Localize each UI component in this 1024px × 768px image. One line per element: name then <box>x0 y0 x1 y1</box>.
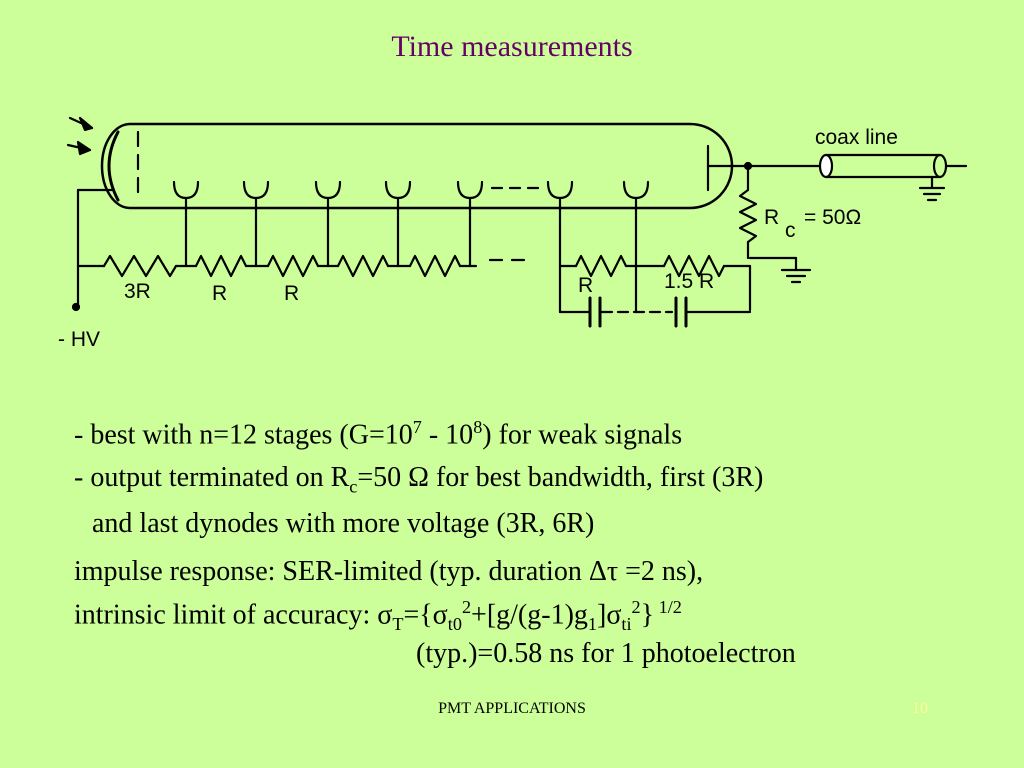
photocathode <box>107 130 120 202</box>
label-r: R <box>284 282 299 305</box>
dynode <box>456 180 484 200</box>
light-arrow-icon <box>66 116 94 156</box>
label-r-last: R <box>578 274 593 297</box>
dynode <box>546 180 574 200</box>
resistor-r <box>266 254 320 278</box>
dynode <box>622 180 650 200</box>
slide-title: Time measurements <box>391 30 633 63</box>
page-number: 10 <box>912 700 928 717</box>
rc-subscript: c <box>785 219 796 242</box>
resistor-3r <box>102 254 178 278</box>
rc-label: R <box>764 206 779 229</box>
dynode <box>242 180 270 200</box>
bullet-2-continued: and last dynodes with more voltage (3R, … <box>92 508 595 539</box>
rc-value: = 50Ω <box>804 206 861 229</box>
dynode <box>384 180 412 200</box>
bullet-2: - output terminated on Rc=50 Ω for best … <box>74 462 764 497</box>
pmt-tube <box>100 122 734 210</box>
dynode <box>314 180 342 200</box>
coax-label: coax line <box>815 126 898 149</box>
resistor-r-last <box>574 254 628 278</box>
label-r: R <box>212 282 227 305</box>
coax-line <box>818 153 834 179</box>
label-hv: - HV <box>58 328 100 351</box>
bullet-1: - best with n=12 stages (G=107 - 108) fo… <box>74 417 683 451</box>
resistor-1-5r <box>662 254 726 278</box>
label-3r: 3R <box>124 280 151 303</box>
typical-value: (typ.)=0.58 ns for 1 photoelectron <box>416 638 796 669</box>
bullet-impulse-response: impulse response: SER-limited (typ. dura… <box>74 556 704 587</box>
resistor-rc <box>738 188 758 244</box>
label-1-5r: 1.5 R <box>664 270 714 293</box>
dynode <box>172 180 200 200</box>
resistor-r <box>194 254 248 278</box>
pmt-circuit-diagram: coax line R c = 50Ω 3R R R R 1.5 R - HV <box>58 116 968 351</box>
footer: PMT APPLICATIONS <box>438 700 586 717</box>
bullet-intrinsic-limit: intrinsic limit of accuracy: σT={σt02+[g… <box>74 597 682 634</box>
